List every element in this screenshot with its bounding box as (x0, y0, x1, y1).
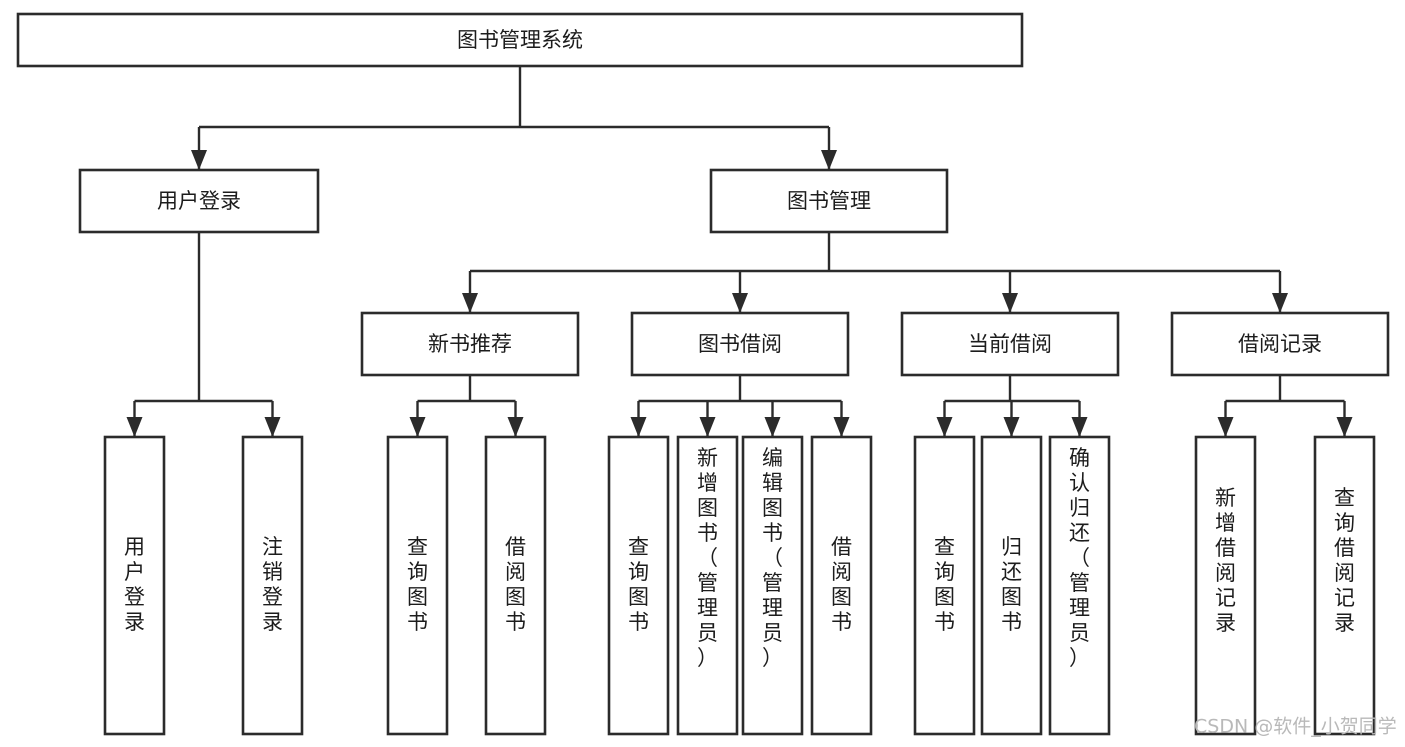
node-box-leaf-user-login[interactable] (103, 435, 166, 736)
node-label-current-borrow: 当前借阅 (968, 332, 1052, 356)
node-label-leaf-add-book-admin: 新增图书（管理员） (697, 446, 718, 670)
node-leaf-edit-book-admin[interactable]: 编辑图书（管理员） (741, 435, 804, 736)
arrow-head-user-login-to-leaf-logout (264, 417, 281, 437)
node-leaf-query-book-current[interactable]: 查询图书 (913, 435, 976, 736)
node-label-leaf-edit-book-admin: 编辑图书（管理员） (762, 446, 783, 670)
arrow-head-root-to-book-manage (821, 150, 837, 170)
node-label-leaf-add-borrow-record: 新增借阅记录 (1215, 486, 1236, 635)
arrow-head-book-manage-to-book-borrow (732, 293, 748, 313)
node-label-leaf-borrow-book: 借阅图书 (831, 535, 852, 634)
node-box-leaf-query-book-borrow[interactable] (607, 435, 670, 736)
arrow-head-book-borrow-to-leaf-edit-book-admin (764, 417, 781, 437)
arrow-head-new-book-recommend-to-leaf-borrow-book-rec (507, 417, 524, 437)
node-box-leaf-borrow-book[interactable] (810, 435, 873, 736)
node-current-borrow[interactable]: 当前借阅 (900, 311, 1120, 377)
arrow-head-root-to-user-login (191, 150, 207, 170)
arrow-head-current-borrow-to-leaf-query-book-current (936, 417, 953, 437)
edges-layer (126, 66, 1353, 437)
node-leaf-add-borrow-record[interactable]: 新增借阅记录 (1194, 435, 1257, 736)
node-box-leaf-query-borrow-record[interactable] (1313, 435, 1376, 736)
node-label-book-borrow: 图书借阅 (698, 332, 782, 356)
node-label-leaf-query-borrow-record: 查询借阅记录 (1334, 486, 1355, 635)
node-label-root: 图书管理系统 (457, 28, 583, 52)
node-user-login[interactable]: 用户登录 (78, 168, 320, 234)
arrow-head-book-borrow-to-leaf-add-book-admin (699, 417, 716, 437)
node-label-leaf-query-book-borrow: 查询图书 (628, 535, 649, 634)
arrow-head-borrow-record-to-leaf-query-borrow-record (1336, 417, 1353, 437)
node-label-new-book-recommend: 新书推荐 (428, 332, 512, 356)
node-book-manage[interactable]: 图书管理 (709, 168, 949, 234)
node-label-leaf-return-book: 归还图书 (1001, 535, 1022, 634)
node-box-leaf-add-book-admin[interactable] (676, 435, 739, 736)
arrow-head-user-login-to-leaf-user-login (126, 417, 143, 437)
node-label-leaf-query-book-current: 查询图书 (934, 535, 955, 634)
node-label-leaf-borrow-book-rec: 借阅图书 (505, 535, 526, 634)
node-leaf-user-login[interactable]: 用户登录 (103, 435, 166, 736)
csdn-watermark: CSDN @软件_小贺同学 (1194, 716, 1397, 738)
node-leaf-query-book-rec[interactable]: 查询图书 (386, 435, 449, 736)
arrow-head-book-manage-to-borrow-record (1272, 293, 1288, 313)
node-leaf-query-book-borrow[interactable]: 查询图书 (607, 435, 670, 736)
arrow-head-book-borrow-to-leaf-query-book-borrow (630, 417, 647, 437)
nodes-layer: 图书管理系统用户登录图书管理新书推荐图书借阅当前借阅借阅记录用户登录注销登录查询… (16, 12, 1390, 736)
node-label-leaf-query-book-rec: 查询图书 (407, 535, 428, 634)
node-leaf-return-book[interactable]: 归还图书 (980, 435, 1043, 736)
node-leaf-query-borrow-record[interactable]: 查询借阅记录 (1313, 435, 1376, 736)
node-box-root[interactable] (16, 12, 1024, 68)
node-box-leaf-add-borrow-record[interactable] (1194, 435, 1257, 736)
arrow-head-borrow-record-to-leaf-add-borrow-record (1217, 417, 1234, 437)
node-box-new-book-recommend[interactable] (360, 311, 580, 377)
node-book-borrow[interactable]: 图书借阅 (630, 311, 850, 377)
node-box-leaf-confirm-return-admin[interactable] (1048, 435, 1111, 736)
node-label-book-manage: 图书管理 (787, 189, 871, 213)
node-label-leaf-logout: 注销登录 (262, 535, 283, 634)
node-box-leaf-edit-book-admin[interactable] (741, 435, 804, 736)
node-box-leaf-borrow-book-rec[interactable] (484, 435, 547, 736)
node-leaf-add-book-admin[interactable]: 新增图书（管理员） (676, 435, 739, 736)
node-label-user-login: 用户登录 (157, 189, 241, 213)
arrow-head-book-borrow-to-leaf-borrow-book (833, 417, 850, 437)
node-leaf-borrow-book[interactable]: 借阅图书 (810, 435, 873, 736)
node-borrow-record[interactable]: 借阅记录 (1170, 311, 1390, 377)
arrow-head-current-borrow-to-leaf-confirm-return-admin (1071, 417, 1088, 437)
node-box-book-manage[interactable] (709, 168, 949, 234)
arrow-head-book-manage-to-current-borrow (1002, 293, 1018, 313)
node-label-leaf-user-login: 用户登录 (124, 535, 145, 634)
node-box-user-login[interactable] (78, 168, 320, 234)
node-leaf-logout[interactable]: 注销登录 (241, 435, 304, 736)
node-new-book-recommend[interactable]: 新书推荐 (360, 311, 580, 377)
node-box-leaf-query-book-rec[interactable] (386, 435, 449, 736)
node-box-current-borrow[interactable] (900, 311, 1120, 377)
arrow-head-book-manage-to-new-book-recommend (462, 293, 478, 313)
arrow-head-new-book-recommend-to-leaf-query-book-rec (409, 417, 426, 437)
node-box-leaf-logout[interactable] (241, 435, 304, 736)
node-label-leaf-confirm-return-admin: 确认归还（管理员） (1069, 446, 1090, 670)
node-box-borrow-record[interactable] (1170, 311, 1390, 377)
node-label-borrow-record: 借阅记录 (1238, 332, 1322, 356)
node-box-leaf-query-book-current[interactable] (913, 435, 976, 736)
node-box-book-borrow[interactable] (630, 311, 850, 377)
node-box-leaf-return-book[interactable] (980, 435, 1043, 736)
node-root[interactable]: 图书管理系统 (16, 12, 1024, 68)
arrow-head-current-borrow-to-leaf-return-book (1003, 417, 1020, 437)
node-leaf-confirm-return-admin[interactable]: 确认归还（管理员） (1048, 435, 1111, 736)
node-leaf-borrow-book-rec[interactable]: 借阅图书 (484, 435, 547, 736)
